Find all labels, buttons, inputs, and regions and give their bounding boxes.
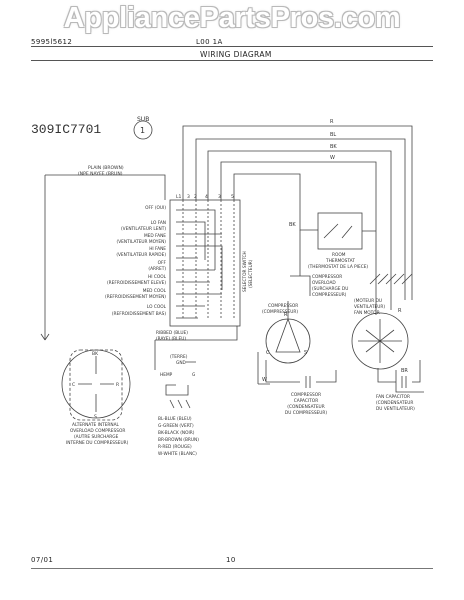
fan-motor-label-fr: (MOTEUR DU <box>354 298 382 304</box>
legend-entry: R-RED (ROUGE) <box>158 444 192 450</box>
wire-label-w-lower: W <box>262 377 267 383</box>
terminal-5: 5 <box>231 194 234 200</box>
footer-rule <box>31 568 433 569</box>
terminal-3a: 3 <box>187 194 190 200</box>
wire-label-bk: BK <box>330 144 337 150</box>
overload-label-fr: COMPRESSEUR) <box>312 292 347 298</box>
thermostat-label-fr: (THERMOSTAT DE LA PIECE) <box>308 264 368 270</box>
selector-label: (VENTILATEUR LENT) <box>121 226 166 232</box>
overload-terminal-label: S <box>94 414 97 420</box>
plain-lead <box>45 174 166 200</box>
compressor-terminal-s: S <box>304 350 307 356</box>
compressor-terminal-r: R <box>284 312 288 318</box>
sub-symbol <box>133 120 153 140</box>
wire-label-br: BR <box>401 368 408 374</box>
selector-label: OFF (OUI) <box>145 205 166 211</box>
overload-terminal-label: BK <box>92 351 99 357</box>
selector-label: MED FANE <box>144 233 166 239</box>
wire-label-w: W <box>330 155 335 161</box>
legend-entry: W-WHITE (BLANC) <box>158 451 197 457</box>
page-title: WIRING DIAGRAM <box>200 50 272 59</box>
legend-entry: BR-BROWN (BRUN) <box>158 437 199 443</box>
terminal-l1: L1 <box>176 194 182 200</box>
selector-label: LO COOL <box>147 304 167 310</box>
fan-cap-label-fr: DU VENTILATEUR) <box>376 406 415 412</box>
page-number: 10 <box>226 556 236 564</box>
wire-label-bl: BL <box>330 132 336 138</box>
fan-motor-label: FAN MOTOR <box>354 310 380 316</box>
red-wire <box>182 125 413 300</box>
selector-label: (REFROIDISSEMENT BAS) <box>112 311 166 317</box>
model-number: 5995l5612 <box>31 38 73 46</box>
selector-switch-box <box>169 199 241 327</box>
comp-cap-label-fr: (CONDENSATEUR <box>287 404 324 410</box>
hemp-label: HEMP <box>160 372 173 378</box>
selector-label: (ARRET) <box>148 266 166 272</box>
header-rule-lower <box>31 60 433 61</box>
overload-label: COMPRESSOR <box>312 274 342 280</box>
legend-entry: BK-BLACK (NOIR) <box>158 430 195 436</box>
plain-label-line-1: PLAIN (BROWN) <box>88 165 124 171</box>
diagram-part-number: 309IC7701 <box>31 122 101 137</box>
watermark: AppliancePartsPros.com <box>63 2 401 34</box>
selector-label: (VENTILATEUR MOYEN) <box>117 239 167 245</box>
selector-label: (VENTILATEUR RAPIDE) <box>116 252 166 258</box>
compressor-circle <box>265 318 311 364</box>
header-rule <box>31 46 433 47</box>
terminal-2: 2 <box>194 194 197 200</box>
overload-label: OVERLOAD <box>312 280 336 286</box>
selector-label: HI FANE <box>149 246 166 252</box>
terminal-3b: 3 <box>218 194 221 200</box>
internal-overload-label: OVERLOAD COMPRESSOR <box>70 428 125 434</box>
comp-cap-label-fr: DU COMPRESSEUR) <box>285 410 328 416</box>
selector-switch-label: SELECTOR SWITCH <box>242 251 248 292</box>
white-wire <box>220 161 377 315</box>
blue-wire <box>195 138 406 300</box>
sub-number: 1 <box>140 126 145 135</box>
fan-motor-label-fr: VENTILATEUR) <box>354 304 385 310</box>
overload-label-fr: (SURCHARGE DU <box>312 286 348 292</box>
terminal-4: 4 <box>205 194 208 200</box>
legend-entry: G-GREEN (VERT) <box>158 423 194 429</box>
internal-overload-label: ALTERNATE INTERNAL <box>72 422 120 428</box>
ribbed-label-fr: (RAYE) (BLEU) <box>156 336 186 342</box>
switch-wire <box>233 173 318 231</box>
wire-label-r: R <box>330 119 334 125</box>
selector-label: MED COOL <box>143 288 167 294</box>
comp-cap-label: CAPACITOR <box>294 398 318 404</box>
footer-date: 07/01 <box>31 556 54 564</box>
fan-cap-label: FAN CAPACITOR <box>376 394 410 400</box>
room-thermostat-box <box>317 212 363 250</box>
compressor-terminal-c: C <box>266 350 270 356</box>
overload-terminal-label: C <box>72 382 75 388</box>
compressor-label-fr: (COMPRESSEUR) <box>262 309 298 315</box>
internal-overload-label-fr: INTERNE DU COMPRESSEUR) <box>66 440 129 446</box>
ground-wire-label: G <box>192 372 195 378</box>
model-suffix: L00 1A <box>196 38 223 46</box>
thermostat-label: THERMOSTAT <box>325 258 355 264</box>
terre-label: (TERRE) <box>170 354 188 360</box>
fan-motor-circle <box>351 312 409 370</box>
legend-entry: BL-BLUE (BLEU) <box>158 416 192 422</box>
wire-label-r-lower: R <box>398 308 402 314</box>
selector-label: (REFROIDISSEMENT MOYEN) <box>105 294 166 300</box>
compressor-label: COMPRESSOR <box>268 303 298 309</box>
selector-switch-label-fr: (SELECTEUR) <box>248 259 254 288</box>
internal-overload-label-fr: (AUTRE SURCHARGE <box>74 434 119 440</box>
thermostat-label: ROOM <box>332 252 346 258</box>
ribbed-label: RIBBED (BLUE) <box>156 330 188 336</box>
selector-label: OFF <box>158 260 167 266</box>
plain-label-line-2: (NPE NAYEE (BRUN) <box>78 171 123 177</box>
fan-cap-label-fr: (CONDENSATEUR <box>376 400 413 406</box>
wire-label-bk-switch: BK <box>289 222 296 228</box>
sub-label: SUB <box>137 116 149 123</box>
black-wire <box>207 150 392 310</box>
overload-terminal-label: R <box>116 382 119 388</box>
selector-label: HI COOL <box>148 274 167 280</box>
gnd-label: GND <box>176 360 187 366</box>
selector-label: (REFROIDISSEMENT ELEVE) <box>107 280 166 286</box>
selector-label: LO FAN <box>151 220 166 226</box>
comp-cap-label: COMPRESSOR <box>291 392 321 398</box>
